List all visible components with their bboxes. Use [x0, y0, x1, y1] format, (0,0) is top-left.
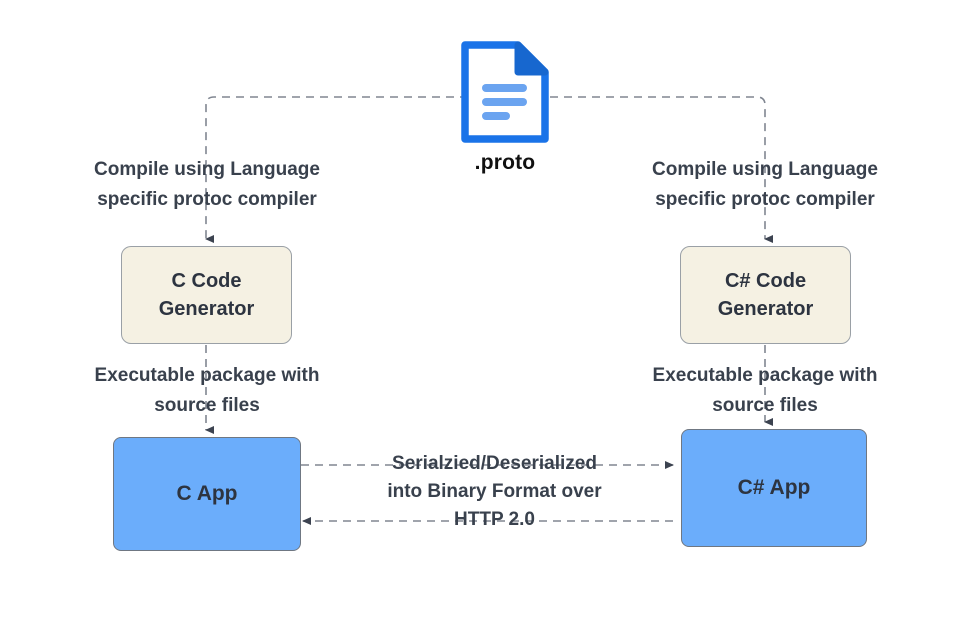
- node-c-code-generator[interactable]: C Code Generator: [121, 246, 292, 344]
- proto-file-icon: [461, 41, 549, 143]
- node-c-app[interactable]: C App: [113, 437, 301, 551]
- proto-source-node: .proto: [455, 40, 555, 175]
- caption-package-right: Executable package with source files: [652, 365, 878, 416]
- caption-package-left: Executable package with source files: [94, 365, 320, 416]
- caption-serialization-link: Serialzied/Deserialized into Binary Form…: [387, 453, 602, 530]
- node-csharp-app[interactable]: C# App: [681, 429, 867, 547]
- proto-label: .proto: [474, 151, 536, 174]
- caption-compile-left: Compile using Language specific protoc c…: [94, 159, 320, 210]
- caption-compile-right: Compile using Language specific protoc c…: [652, 159, 878, 210]
- node-csharp-code-generator[interactable]: C# Code Generator: [680, 246, 851, 344]
